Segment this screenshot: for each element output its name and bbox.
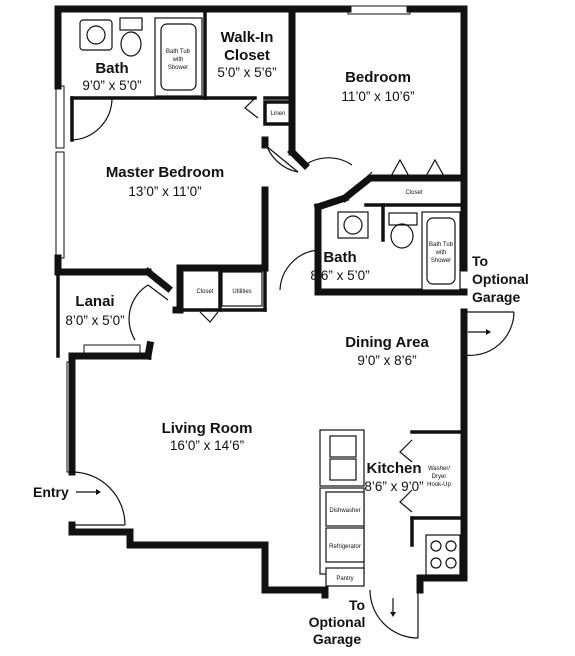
hall-closet-label: Closet	[196, 289, 213, 295]
entry-label: Entry	[33, 484, 69, 500]
dishwasher-label: Dishwasher	[329, 508, 360, 514]
washer-label-2: Dryer	[432, 474, 447, 480]
bedroom-name: Bedroom	[345, 69, 411, 86]
kitchen-fixtures	[221, 271, 461, 587]
arrows	[76, 329, 491, 617]
tub-label-second-1: Bath Tub	[429, 242, 454, 248]
dining-area-dims: 9’0” x 8’6”	[357, 353, 416, 368]
walk-in-closet-name-1: Walk-In	[221, 29, 274, 46]
second-bath-fixtures	[279, 211, 461, 291]
exterior-labels: Entry To Optional Garage To Optional Gar…	[33, 253, 529, 647]
refrigerator-label: Refrigerator	[329, 544, 361, 550]
door-swings	[71, 97, 515, 639]
lanai-name: Lanai	[75, 293, 114, 310]
washer-label-1: Washer/	[428, 466, 450, 472]
garage-right-line3: Garage	[472, 289, 520, 305]
bath-second-name: Bath	[323, 249, 356, 266]
tub-label-master-3: Shower	[168, 65, 188, 71]
room-labels: Bath 9’0” x 5’0” Walk-In Closet 5’0” x 5…	[65, 29, 429, 494]
garage-bottom-line1: To	[349, 597, 365, 613]
bath-second-dims: 8’6” x 5’0”	[310, 268, 369, 283]
garage-right-line1: To	[472, 253, 488, 269]
pantry-label: Pantry	[336, 576, 353, 582]
tub-label-second-2: with	[435, 250, 447, 256]
master-bedroom-dims: 13’0” x 11’0”	[128, 184, 201, 199]
fixture-labels: Bath Tub with Shower Bath Tub with Showe…	[166, 49, 454, 582]
living-room-name: Living Room	[162, 420, 253, 437]
interior-walls	[70, 5, 468, 547]
utilities-label: Utilities	[232, 289, 251, 295]
tub-label-second-3: Shower	[431, 258, 451, 264]
lanai-dims: 8’0” x 5’0”	[65, 313, 124, 328]
garage-bottom-line3: Garage	[313, 631, 361, 647]
walk-in-closet-dims: 5’0” x 5’6”	[217, 65, 276, 80]
exterior-walls	[54, 5, 468, 599]
kitchen-dims: 8’6” x 9’0”	[364, 479, 423, 494]
bedroom-dims: 11’0” x 10’6”	[341, 89, 414, 104]
garage-right-line2: Optional	[472, 271, 529, 287]
master-bedroom-name: Master Bedroom	[106, 164, 224, 181]
linen-label: Linen	[271, 111, 286, 117]
dining-area-name: Dining Area	[345, 334, 429, 351]
washer-label-3: Hook-Up	[427, 482, 451, 488]
kitchen-name: Kitchen	[366, 460, 421, 477]
tub-label-master-1: Bath Tub	[166, 49, 191, 55]
living-room-dims: 16’0” x 14’6”	[170, 438, 244, 453]
garage-bottom-line2: Optional	[309, 614, 366, 630]
master-bath-fixtures	[71, 17, 203, 141]
bedroom-closet-label: Closet	[405, 190, 422, 196]
bath-master-dims: 9’0” x 5’0”	[82, 78, 141, 93]
bath-master-name: Bath	[95, 60, 128, 77]
walk-in-closet-name-2: Closet	[224, 47, 270, 64]
tub-label-master-2: with	[172, 57, 184, 63]
